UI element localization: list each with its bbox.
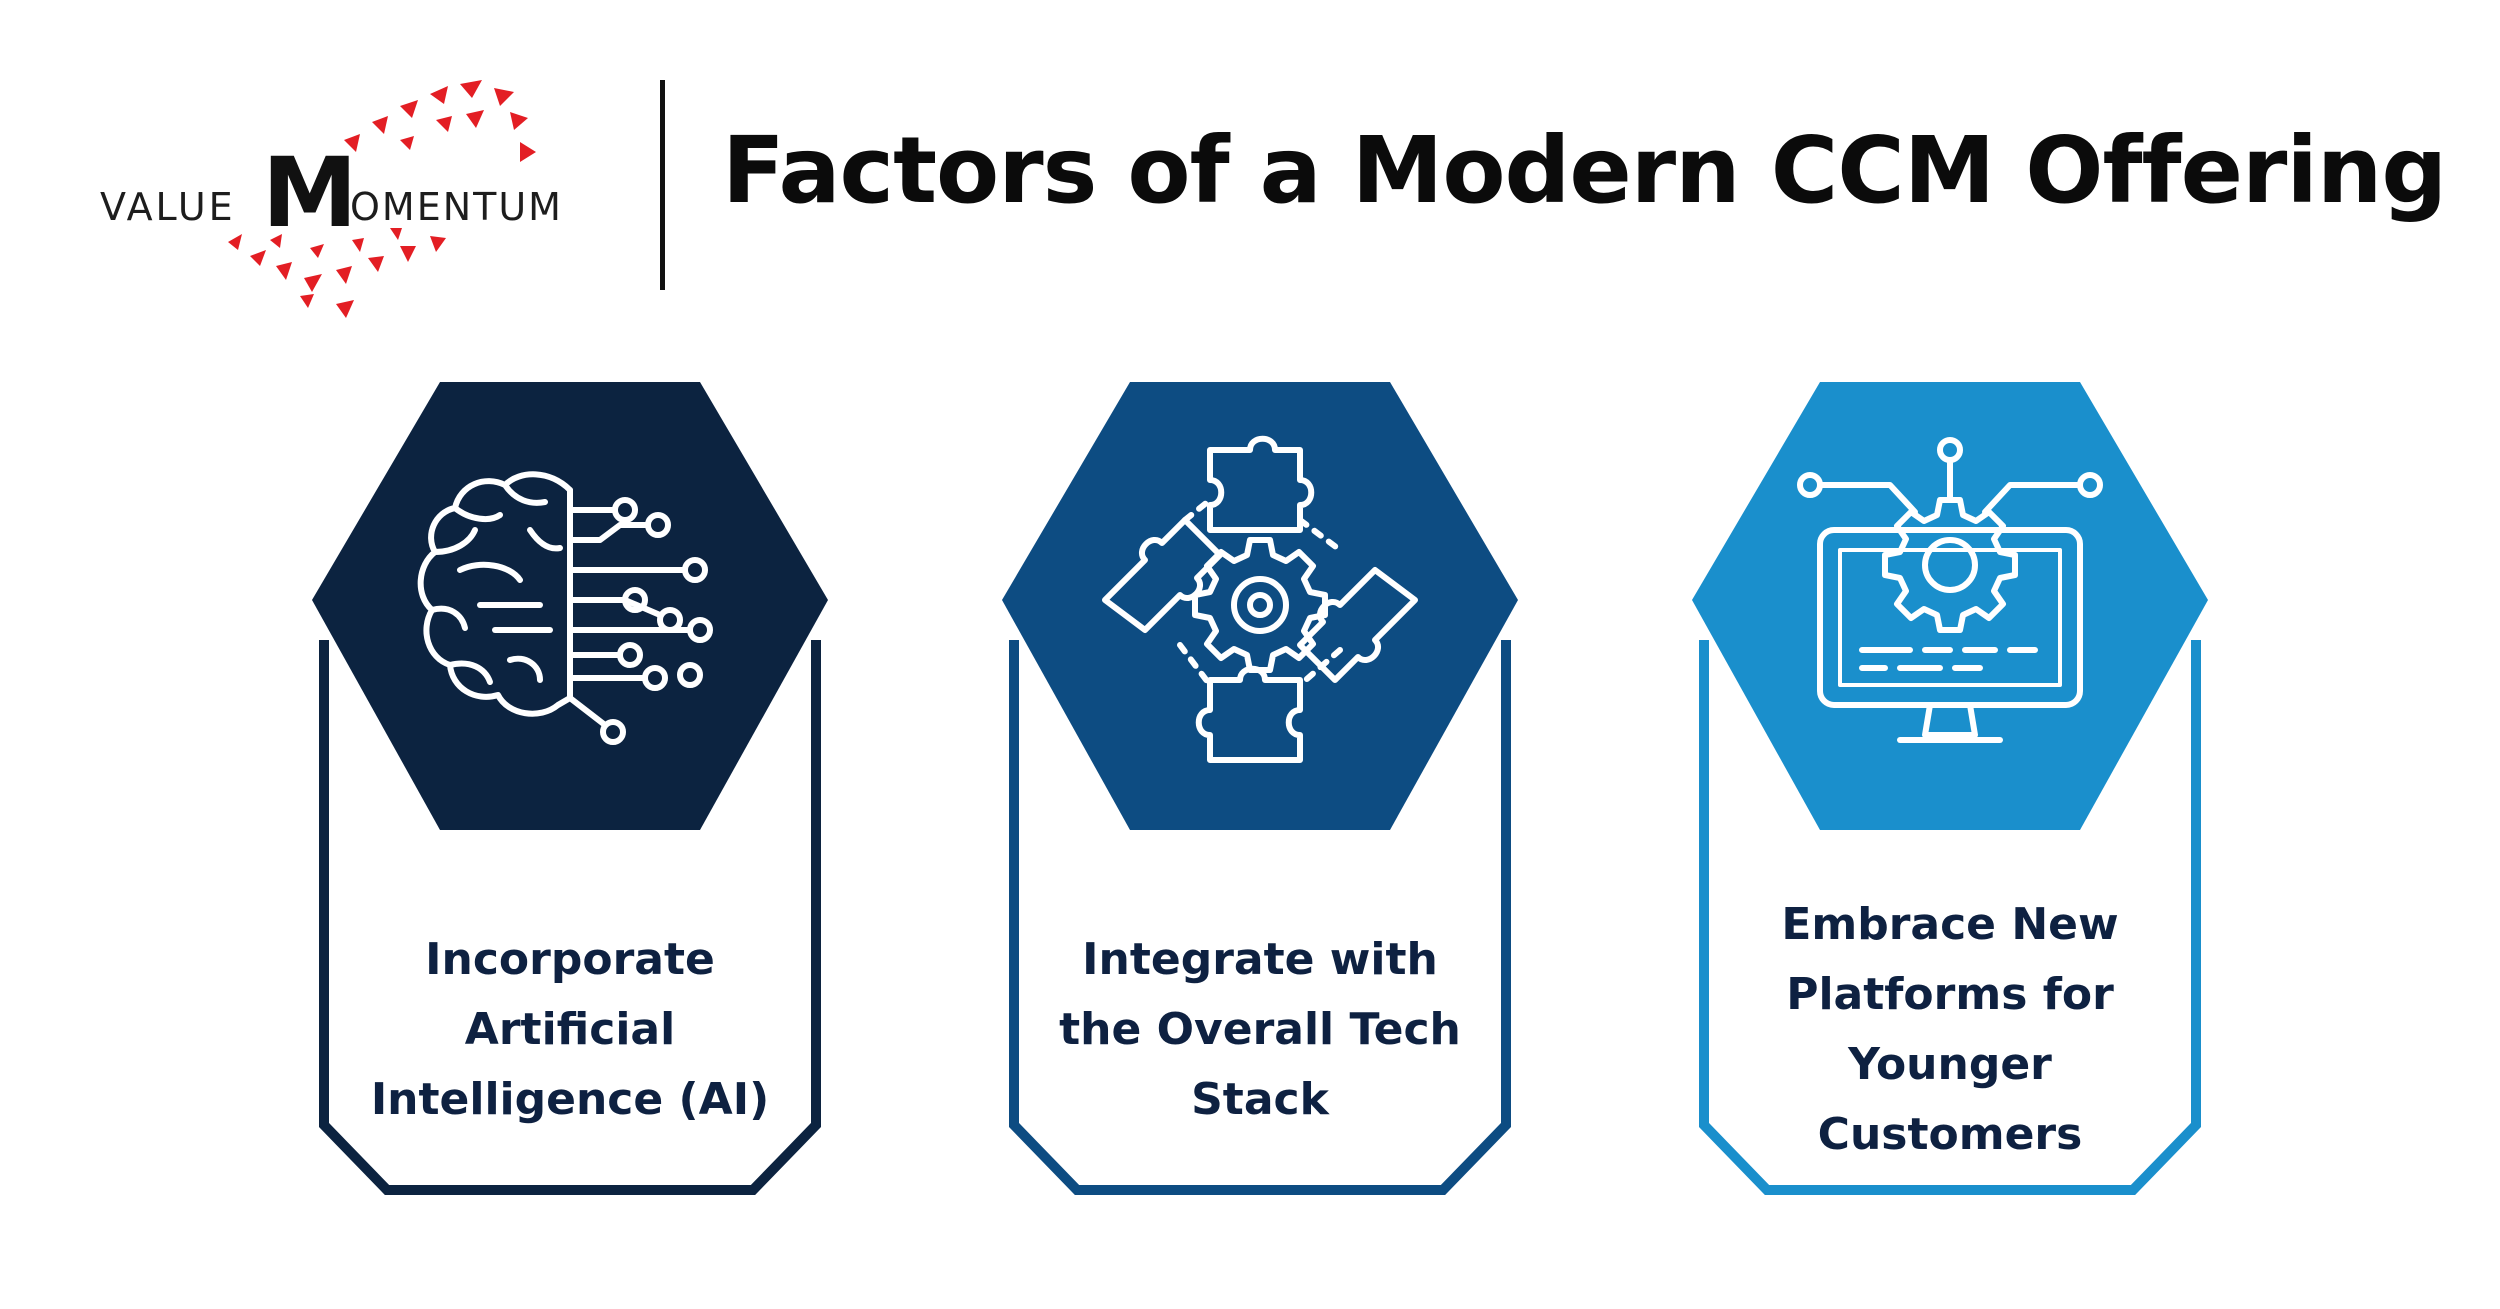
logo-graphic: VALUE M OMENTUM <box>100 80 563 318</box>
card-outline <box>1699 640 2201 1195</box>
title-divider <box>660 80 665 290</box>
card-hexagon <box>1002 382 1518 830</box>
monitor-gear <box>1882 497 2018 633</box>
valuemomentum-logo: VALUE M OMENTUM <box>100 70 620 320</box>
card-frame <box>1002 382 1518 1195</box>
card-label: Integrate with the Overall Tech Stack <box>1059 934 1461 1125</box>
card-label: Embrace New Platforms for Younger Custom… <box>1781 899 2119 1160</box>
factor-card-new-platforms: Embrace New Platforms for Younger Custom… <box>1690 380 2210 1220</box>
card-frame <box>1692 382 2208 1195</box>
page-title: Factors of a Modern CCM Offering <box>722 117 2447 224</box>
center-gear <box>1192 537 1328 673</box>
card-label: Incorporate Artificial Intelligence (AI) <box>370 934 770 1125</box>
logo-swirl <box>228 80 536 318</box>
logo-text-big: M <box>262 137 358 249</box>
logo-text-right: OMENTUM <box>350 185 563 229</box>
brain-circuit-icon <box>417 471 713 745</box>
card-outline <box>1009 640 1511 1195</box>
card-hexagon <box>1692 382 2208 830</box>
card-outline <box>319 640 821 1195</box>
factor-card-ai: Incorporate Artificial Intelligence (AI) <box>310 380 830 1220</box>
puzzle-gear-icon <box>1102 435 1418 763</box>
monitor-gear-icon <box>1797 437 2103 743</box>
logo-text-left: VALUE <box>100 185 236 229</box>
factor-card-tech-stack: Integrate with the Overall Tech Stack <box>1000 380 1520 1220</box>
